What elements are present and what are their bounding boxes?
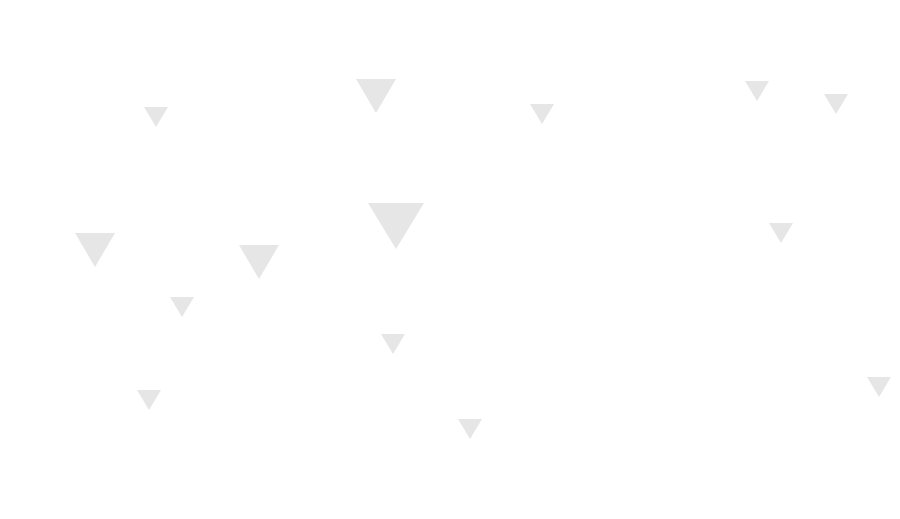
down-triangle-icon [381, 334, 405, 354]
down-triangle-icon [867, 377, 891, 397]
down-triangle-icon [530, 104, 554, 124]
down-triangle-icon [144, 107, 168, 127]
down-triangle-icon [368, 203, 424, 249]
down-triangle-icon [75, 233, 115, 267]
down-triangle-icon [356, 79, 396, 113]
down-triangle-icon [137, 390, 161, 410]
down-triangle-icon [824, 94, 848, 114]
down-triangle-icon [170, 297, 194, 317]
down-triangle-icon [239, 245, 279, 279]
down-triangle-icon [745, 81, 769, 101]
down-triangle-icon [458, 419, 482, 439]
down-triangle-icon [769, 223, 793, 243]
